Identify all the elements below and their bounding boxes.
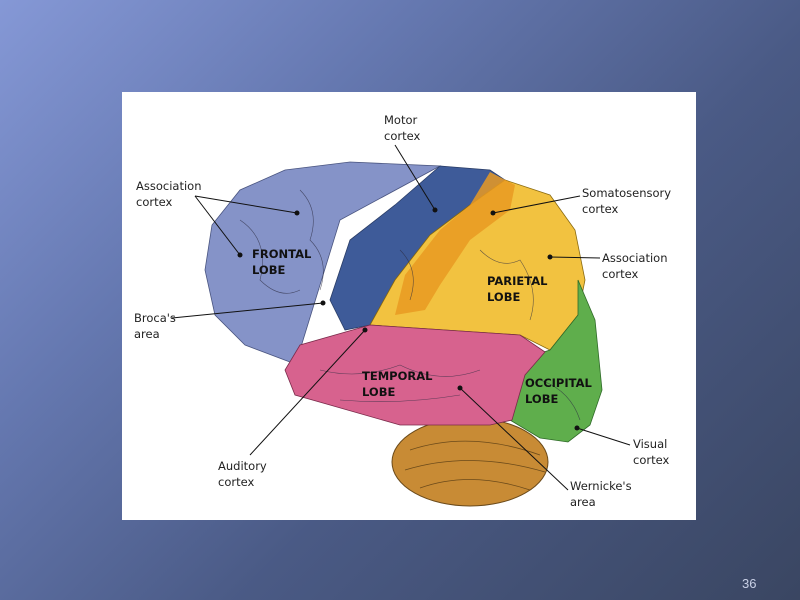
auditory-cortex-label-2: cortex: [218, 475, 254, 489]
frontal-lobe-label: FRONTAL: [252, 247, 312, 261]
somatosensory-cortex-label: Somatosensory: [582, 186, 671, 200]
association-cortex-left-label-2: cortex: [136, 195, 172, 209]
association-cortex-left-label: Association: [136, 179, 201, 193]
brocas-area-label-2: area: [134, 327, 160, 341]
parietal-lobe-label: PARIETAL: [487, 274, 548, 288]
parietal-lobe-label-2: LOBE: [487, 290, 520, 304]
wernickes-area-label-2: area: [570, 495, 596, 509]
visual-cortex-label: Visual: [633, 437, 667, 451]
somatosensory-cortex-label-2: cortex: [582, 202, 618, 216]
brocas-area-label: Broca's: [134, 311, 176, 325]
somatosensory-region: [395, 172, 515, 315]
association-cortex-right-label-2: cortex: [602, 267, 638, 281]
occipital-lobe-label: OCCIPITAL: [525, 376, 592, 390]
temporal-lobe-label-2: LOBE: [362, 385, 395, 399]
auditory-cortex-label: Auditory: [218, 459, 267, 473]
wernickes-area-label: Wernicke's: [570, 479, 632, 493]
occipital-lobe-label-2: LOBE: [525, 392, 558, 406]
association-cortex-right-label: Association: [602, 251, 667, 265]
temporal-lobe-label: TEMPORAL: [362, 369, 433, 383]
cerebellum: [391, 417, 549, 507]
temporal-lobe: [284, 324, 546, 426]
motor-cortex-label-2: cortex: [384, 129, 420, 143]
motor-cortex-label: Motor: [384, 113, 418, 127]
slide-number: 36: [742, 576, 757, 591]
occipital-lobe: [509, 279, 603, 443]
visual-cortex-label-2: cortex: [633, 453, 669, 467]
frontal-lobe-label-2: LOBE: [252, 263, 285, 277]
